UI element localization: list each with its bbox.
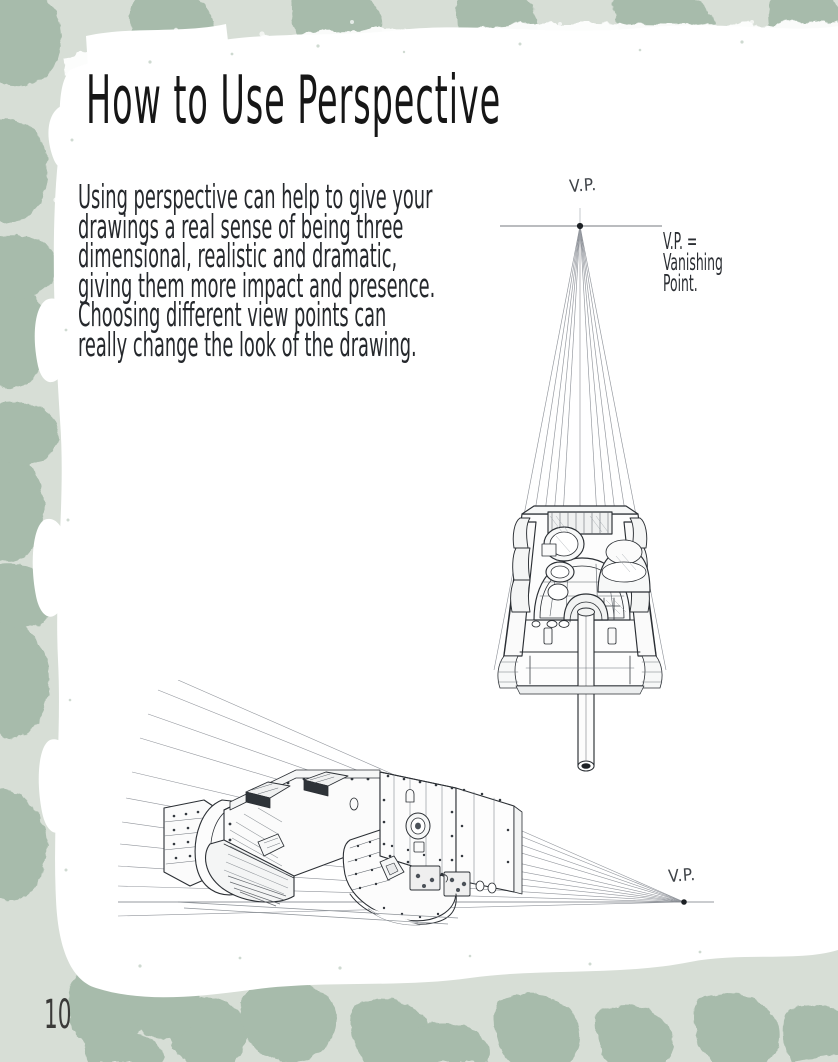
legend-line: V.P. =: [663, 229, 698, 255]
page-number: 10: [44, 992, 72, 1038]
vanishing-point-label-bottom: V.P.: [667, 865, 697, 887]
illustration-tank-front-perspective: [493, 208, 667, 772]
vanishing-point-legend: V.P. = Vanishing Point.: [663, 229, 723, 297]
body-paragraph: Using perspective can help to give your …: [78, 180, 435, 364]
body-line: really change the look of the drawing.: [78, 324, 417, 364]
page-title: How to Use Perspective: [86, 61, 502, 140]
legend-line: Vanishing: [663, 250, 723, 276]
legend-line: Point.: [663, 271, 698, 297]
illustration-tank-side-perspective: [118, 680, 714, 926]
vanishing-point-label-top: V.P.: [568, 175, 598, 197]
